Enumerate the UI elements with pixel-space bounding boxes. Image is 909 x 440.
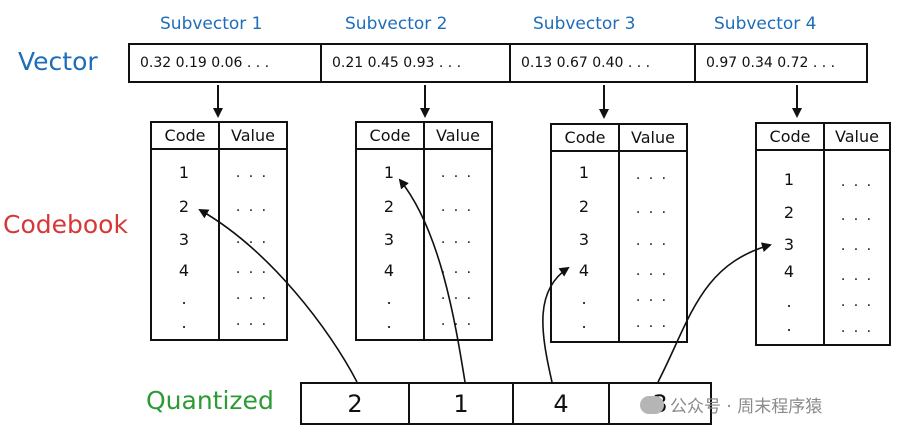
value-header: Value bbox=[835, 127, 879, 146]
value-header: Value bbox=[231, 126, 275, 145]
codebook-3: Code Value 1 2 3 4 . . . . . . . . . . .… bbox=[550, 123, 688, 343]
value-cell: . . . bbox=[635, 233, 669, 249]
code-cell: . bbox=[386, 289, 392, 308]
value-cell: . . . bbox=[440, 261, 474, 277]
code-cell: 1 bbox=[783, 170, 795, 189]
code-cell: 1 bbox=[578, 163, 590, 182]
vector-segment-2: 0.21 0.45 0.93 . . . bbox=[320, 45, 509, 81]
subvector-2-title: Subvector 2 bbox=[345, 14, 448, 34]
column-divider bbox=[618, 150, 620, 341]
code-header: Code bbox=[757, 124, 825, 149]
code-header: Code bbox=[152, 123, 220, 148]
column-divider bbox=[218, 148, 220, 339]
codebook-4: Code Value 1 2 3 4 . . . . . . . . . . .… bbox=[755, 122, 891, 346]
code-cell: . bbox=[581, 289, 587, 308]
code-cell: 3 bbox=[578, 230, 590, 249]
quantized-code-1: 2 bbox=[347, 389, 363, 418]
pointer-arrow-1 bbox=[198, 209, 358, 383]
code-cell: . bbox=[786, 292, 792, 311]
code-cell: 4 bbox=[383, 261, 395, 280]
value-cell: . . . bbox=[635, 167, 669, 183]
code-cell: 3 bbox=[178, 230, 190, 249]
value-cell: . . . bbox=[840, 294, 874, 310]
subvector-3-title: Subvector 3 bbox=[533, 14, 636, 34]
code-cell: 1 bbox=[383, 163, 395, 182]
value-cell: . . . bbox=[635, 263, 669, 279]
code-cell: 1 bbox=[178, 163, 190, 182]
pointer-arrow-3 bbox=[542, 266, 570, 383]
code-cell: . bbox=[786, 316, 792, 335]
codebook-2: Code Value 1 2 3 4 . . . . . . . . . . .… bbox=[355, 121, 493, 341]
watermark-text: 公众号 · 周末程序猿 bbox=[670, 397, 823, 417]
code-cell: . bbox=[386, 313, 392, 332]
pointer-arrow-4 bbox=[657, 242, 772, 383]
code-header: Code bbox=[552, 125, 620, 150]
value-cell: . . . bbox=[635, 201, 669, 217]
column-divider bbox=[823, 149, 825, 344]
code-cell: . bbox=[581, 313, 587, 332]
quantized-code-2: 1 bbox=[408, 384, 512, 423]
vector-segment-1: 0.32 0.19 0.06 . . . bbox=[140, 55, 270, 71]
value-cell: . . . bbox=[235, 287, 269, 303]
value-cell: . . . bbox=[840, 320, 874, 336]
value-cell: . . . bbox=[440, 231, 474, 247]
watermark: 公众号 · 周末程序猿 bbox=[640, 392, 822, 417]
code-cell: 2 bbox=[178, 197, 190, 216]
codebook-label: Codebook bbox=[3, 210, 128, 239]
code-cell: . bbox=[181, 313, 187, 332]
code-cell: . bbox=[181, 289, 187, 308]
value-cell: . . . bbox=[235, 261, 269, 277]
code-cell: 2 bbox=[783, 203, 795, 222]
vector-segment-3: 0.13 0.67 0.40 . . . bbox=[509, 45, 694, 81]
code-header: Code bbox=[357, 123, 425, 148]
vector-segment-4: 0.97 0.34 0.72 . . . bbox=[694, 45, 866, 81]
value-cell: . . . bbox=[235, 165, 269, 181]
subvector-4-title: Subvector 4 bbox=[714, 14, 817, 34]
value-cell: . . . bbox=[235, 199, 269, 215]
value-cell: . . . bbox=[635, 289, 669, 305]
value-cell: . . . bbox=[440, 313, 474, 329]
value-cell: . . . bbox=[440, 199, 474, 215]
value-cell: . . . bbox=[840, 268, 874, 284]
value-cell: . . . bbox=[440, 165, 474, 181]
value-cell: . . . bbox=[235, 313, 269, 329]
code-cell: 2 bbox=[383, 197, 395, 216]
code-cell: 3 bbox=[383, 230, 395, 249]
value-cell: . . . bbox=[840, 238, 874, 254]
vector-bar: 0.32 0.19 0.06 . . . 0.21 0.45 0.93 . . … bbox=[128, 43, 868, 83]
value-cell: . . . bbox=[635, 315, 669, 331]
code-cell: 2 bbox=[578, 197, 590, 216]
code-cell: 3 bbox=[783, 235, 795, 254]
code-cell: 4 bbox=[783, 262, 795, 281]
quantized-code-3: 4 bbox=[512, 384, 608, 423]
code-cell: 4 bbox=[578, 261, 590, 280]
quantized-label: Quantized bbox=[146, 386, 274, 415]
value-cell: . . . bbox=[440, 287, 474, 303]
value-cell: . . . bbox=[840, 208, 874, 224]
value-cell: . . . bbox=[840, 174, 874, 190]
value-header: Value bbox=[436, 126, 480, 145]
code-cell: 4 bbox=[178, 261, 190, 280]
codebook-1: Code Value 1 2 3 4 . . . . . . . . . . .… bbox=[150, 121, 288, 341]
column-divider bbox=[423, 148, 425, 339]
pointer-arrow-2 bbox=[398, 178, 466, 383]
value-cell: . . . bbox=[235, 231, 269, 247]
vector-label: Vector bbox=[18, 47, 98, 76]
value-header: Value bbox=[631, 128, 675, 147]
subvector-1-title: Subvector 1 bbox=[160, 14, 263, 34]
wechat-icon bbox=[640, 395, 664, 414]
